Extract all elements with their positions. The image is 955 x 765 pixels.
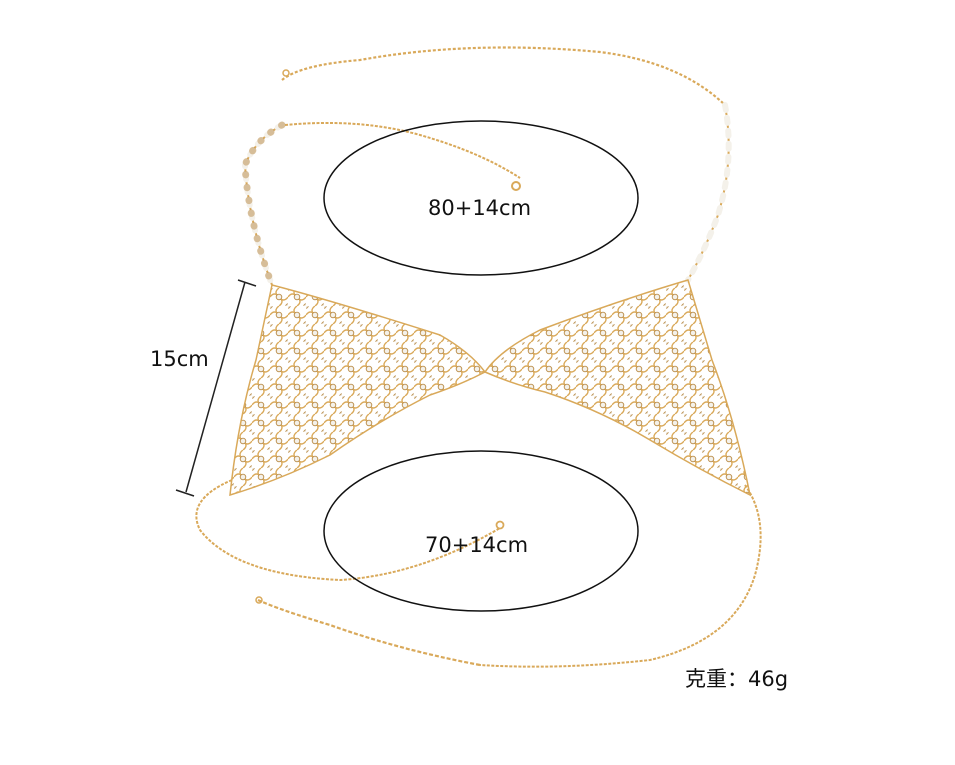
neck-extender-chain [281,46,726,106]
neck-measure-ellipse [323,120,639,276]
neck-chain-length: 80+14cm [428,196,532,220]
waist-measure-ellipse [323,450,639,612]
waist-chain [195,479,762,668]
height-dimension-line [175,279,257,497]
left-strap [241,121,286,289]
cup-height-label: 15cm [150,347,209,371]
waist-chain-length: 70+14cm [425,533,529,557]
neck-chain-clasp [284,122,521,191]
right-strap [685,102,732,283]
mesh-cups [229,279,752,497]
weight-label: 克重：46g [685,667,789,691]
